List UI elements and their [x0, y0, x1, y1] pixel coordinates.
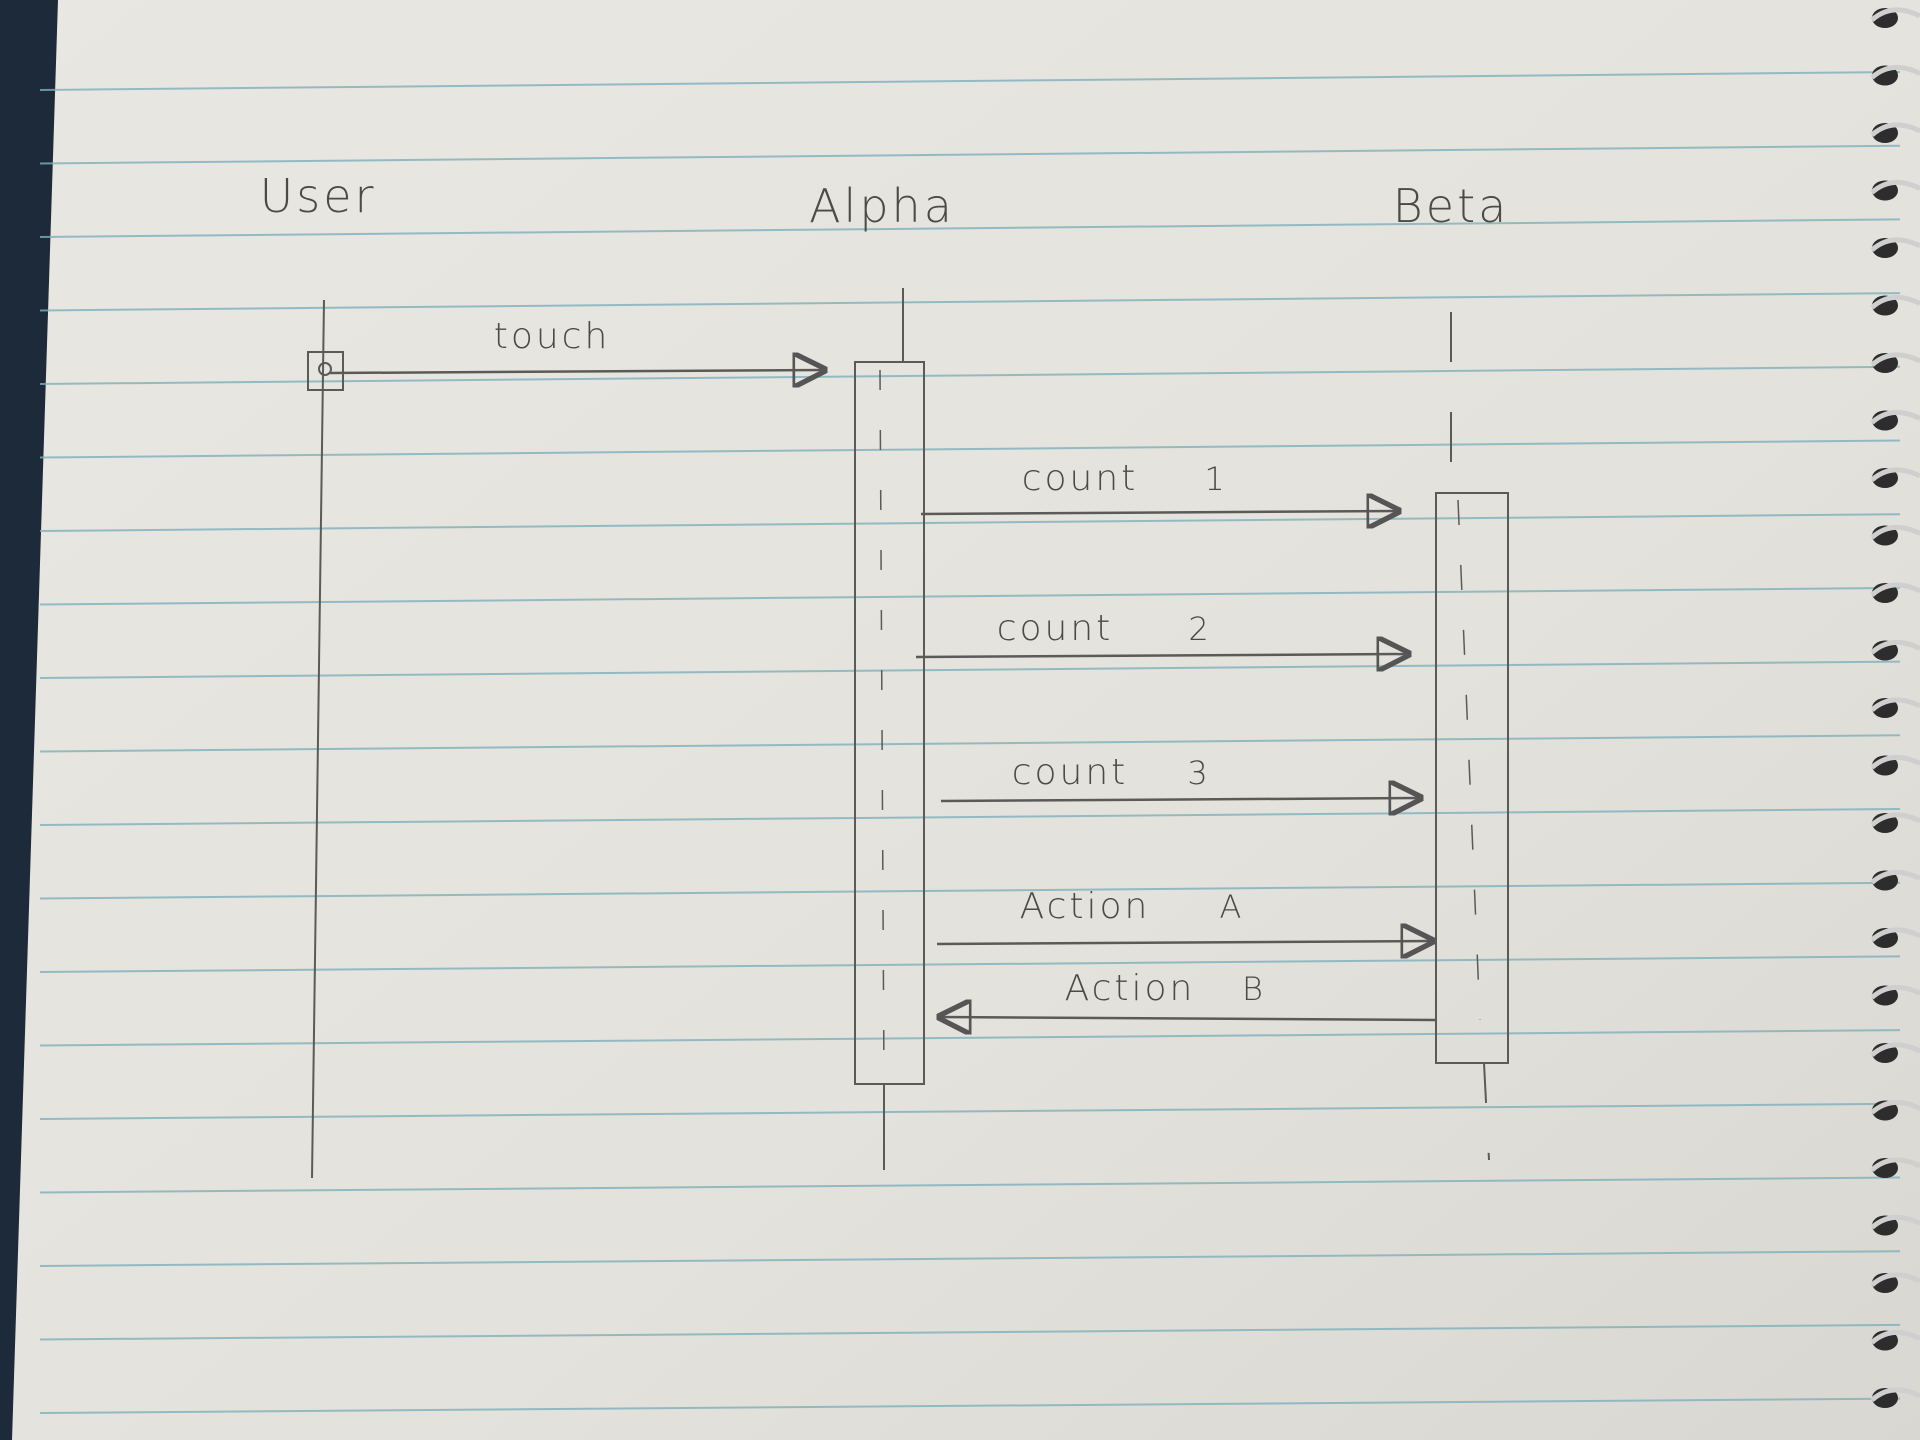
- lifeline-user: [311, 299, 325, 1179]
- spiral-wire: [1870, 525, 1920, 540]
- activation-box-alpha: [854, 361, 925, 1085]
- spiral-wire: [1870, 295, 1920, 310]
- activation-box-beta: [1435, 492, 1509, 1064]
- participant-label-beta: Beta: [1393, 179, 1510, 233]
- spiral-wire: [1870, 180, 1920, 195]
- user-start-dot: [318, 362, 332, 376]
- spiral-wire: [1870, 582, 1920, 597]
- spiral-wire: [1870, 1042, 1920, 1057]
- paper: [12, 0, 1920, 1440]
- spiral-wire: [1870, 1157, 1920, 1172]
- ruled-line: [39, 218, 1901, 238]
- spiral-wire: [1870, 640, 1920, 655]
- message-arrow: [920, 511, 1398, 514]
- ruled-line: [39, 439, 1901, 459]
- ruled-line: [39, 292, 1901, 312]
- message-label: count: [997, 608, 1114, 649]
- message-label-suffix: 1: [1204, 460, 1227, 498]
- message-label-suffix: A: [1220, 888, 1245, 926]
- spiral-wire: [1870, 927, 1920, 942]
- spiral-wire: [1870, 1100, 1920, 1115]
- spiral-wire: [1870, 467, 1920, 482]
- spiral-wire: [1870, 237, 1920, 252]
- ruled-line: [39, 1323, 1901, 1341]
- ruled-line: [39, 71, 1901, 91]
- message-label: touch: [494, 316, 611, 357]
- spiral-wire: [1870, 985, 1920, 1000]
- message-arrow: [915, 654, 1408, 657]
- participant-label-user: User: [260, 169, 377, 223]
- message-label: Action: [1020, 886, 1151, 927]
- spiral-wire: [1870, 7, 1920, 22]
- spiral-wire: [1870, 65, 1920, 80]
- activation-dashes-beta: [1457, 499, 1481, 1021]
- spiral-wire: [1870, 870, 1920, 885]
- spiral-wire: [1870, 122, 1920, 137]
- message-arrow: [940, 1017, 1437, 1020]
- message-arrow: [936, 941, 1432, 944]
- ruled-line: [39, 1397, 1901, 1414]
- spiral-binding: [1870, 7, 1920, 1408]
- spiral-wire: [1870, 1387, 1920, 1402]
- spiral-wire: [1870, 410, 1920, 425]
- lifeline-beta-tail: [1483, 1062, 1490, 1161]
- ruled-line: [39, 808, 1901, 826]
- message-label: count: [1012, 752, 1129, 793]
- ruled-line: [39, 734, 1901, 753]
- spiral-wire: [1870, 1215, 1920, 1230]
- message-label: count: [1022, 458, 1139, 499]
- message-arrow: [940, 798, 1420, 801]
- message-label-suffix: 3: [1187, 754, 1210, 792]
- ruled-lines: [39, 71, 1901, 1414]
- ruled-line: [39, 513, 1901, 532]
- spiral-wire: [1870, 1330, 1920, 1345]
- ruled-line: [39, 881, 1901, 900]
- ruled-line: [39, 1029, 1901, 1047]
- spiral-wire: [1870, 697, 1920, 712]
- spiral-wire: [1870, 352, 1920, 367]
- ruled-line: [39, 365, 1901, 385]
- ruled-line: [39, 144, 1901, 165]
- sequence-diagram: User Alpha Beta touch count 1 count 2 count 3Acti…: [260, 169, 1510, 1179]
- ruled-line: [39, 955, 1901, 973]
- spiral-wire: [1870, 755, 1920, 770]
- spiral-wire: [1870, 812, 1920, 827]
- message-arrow: [329, 370, 824, 373]
- ruled-line: [39, 1102, 1901, 1120]
- message-label-suffix: 2: [1188, 610, 1211, 648]
- message-label-suffix: B: [1242, 970, 1266, 1008]
- spiral-wire: [1870, 1272, 1920, 1287]
- participant-label-alpha: Alpha: [809, 179, 955, 233]
- ruled-line: [39, 586, 1901, 606]
- ruled-line: [39, 1250, 1901, 1267]
- message-label: Action: [1065, 968, 1196, 1009]
- user-start-box: [307, 351, 344, 391]
- ruled-line: [39, 660, 1901, 679]
- ruled-line: [39, 1176, 1901, 1194]
